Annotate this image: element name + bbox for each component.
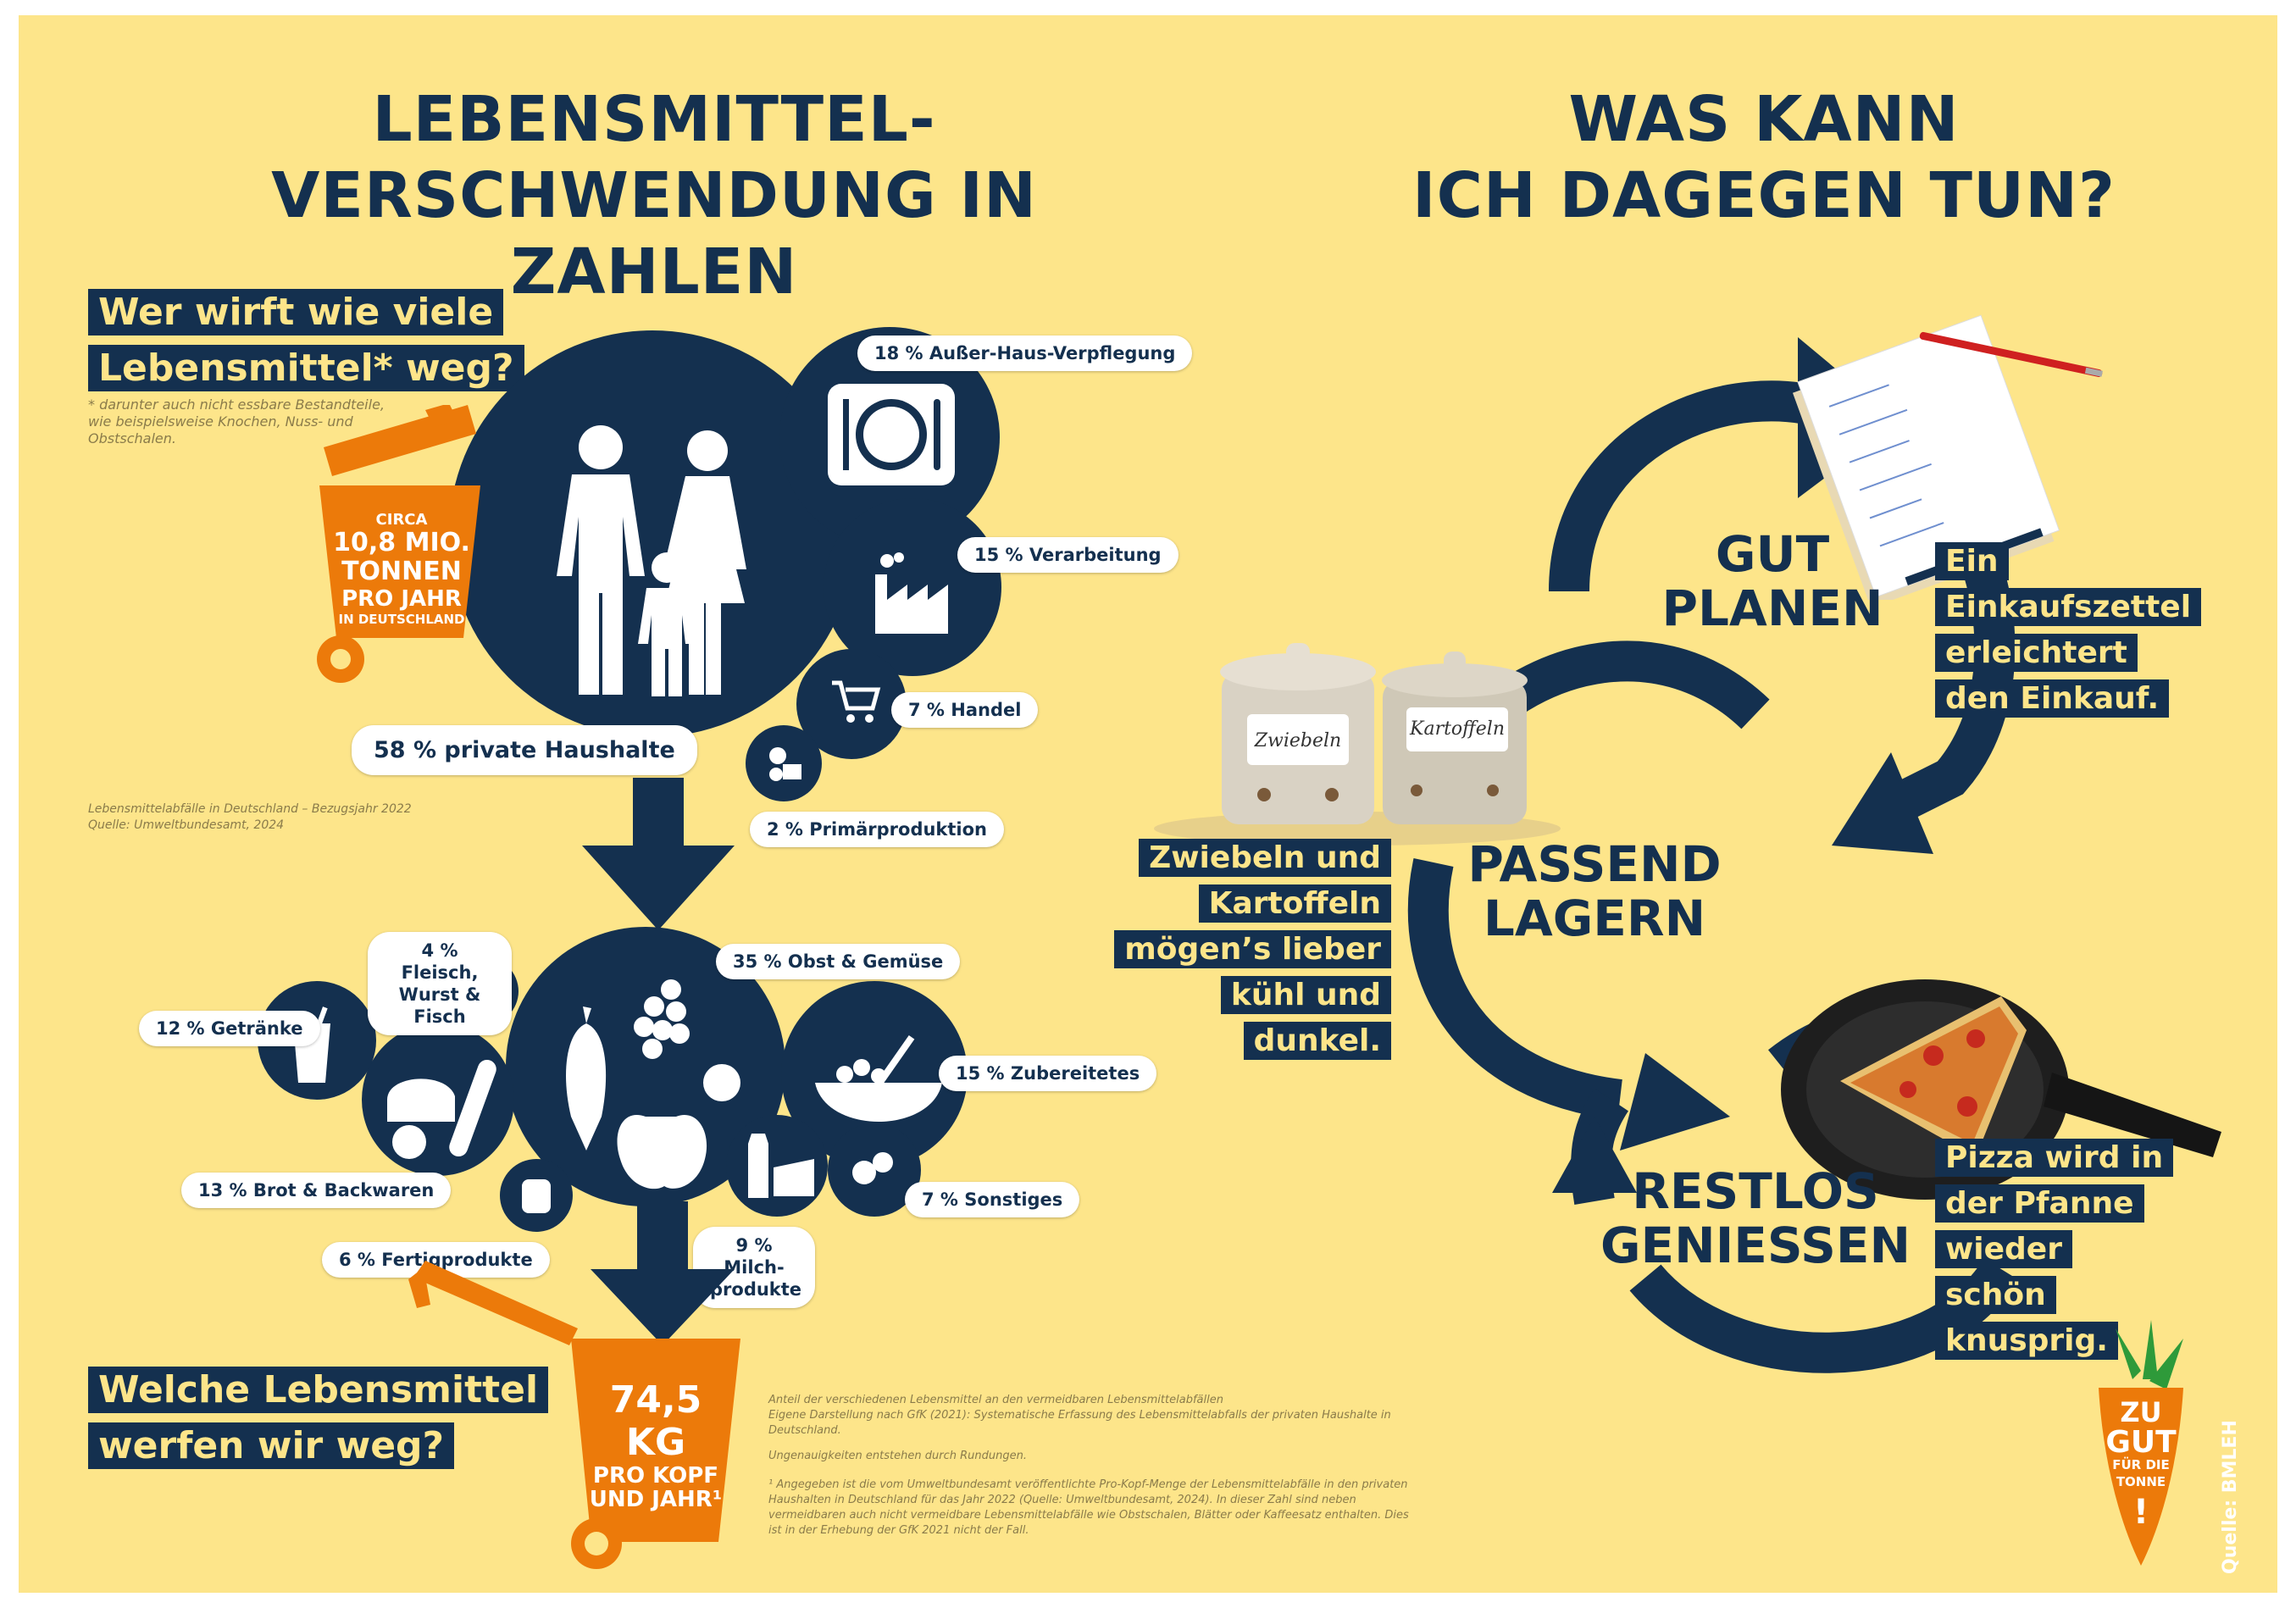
source-2-line4: ¹ Angegeben ist die vom Umweltbundesamt … <box>768 1478 1409 1537</box>
bin2-line3: UND JAHR¹ <box>589 1487 723 1512</box>
pill-fleisch: 4 % Fleisch, Wurst & Fisch <box>368 932 512 1035</box>
shopping-list-notepad-icon <box>1792 314 2103 600</box>
jar1-label: Zwiebeln <box>1254 730 1341 751</box>
misc-food-icon <box>852 1152 893 1184</box>
pill-obst-gemuese: 35 % Obst & Gemüse <box>716 944 961 979</box>
question-which-food: Welche Lebensmittel werfen wir weg? <box>88 1362 563 1474</box>
pill-getraenke: 12 % Getränke <box>139 1011 320 1046</box>
pill-ausser-haus: 18 % Außer-Haus-Verpflegung <box>857 335 1193 371</box>
arrow-down-icon <box>582 778 735 930</box>
source-2-line1: Anteil der verschiedenen Lebensmittel an… <box>768 1394 1223 1406</box>
pill-sonstiges: 7 % Sonstiges <box>905 1182 1080 1217</box>
pill-primaer: 2 % Primärproduktion <box>750 812 1005 847</box>
tip-shopping-list: Ein Einkaufszettel erleichtert den Einka… <box>1935 539 2202 722</box>
bin1-big2: TONNEN <box>341 557 462 586</box>
storage-jars-icon: Zwiebeln Kartoffeln <box>1154 643 1561 846</box>
right-title-line1: WAS KANN <box>1568 83 1960 156</box>
svg-text:ZU: ZU <box>2120 1396 2161 1428</box>
bin1-small: CIRCA <box>375 511 428 529</box>
svg-text:GUT: GUT <box>2105 1425 2177 1460</box>
salad-bowl-icon <box>815 1035 942 1122</box>
plate-cutlery-icon <box>828 384 955 485</box>
footnote-asterisk: * darunter auch nicht essbare Bestandtei… <box>88 396 385 446</box>
fruit-vegetables-icon <box>566 979 740 1189</box>
bin2-label: 74,5 KG PRO KOPF UND JAHR¹ <box>580 1378 732 1512</box>
pill-private-households: 58 % private Haushalte <box>352 725 697 775</box>
left-title-line2: VERSCHWENDUNG IN ZAHLEN <box>271 159 1037 308</box>
step-plan-line2: PLANEN <box>1661 579 1883 637</box>
infographic-poster: LEBENSMITTEL- VERSCHWENDUNG IN ZAHLEN We… <box>19 15 2277 1593</box>
bread-icon <box>387 1059 496 1159</box>
pill-milch: 9 % Milch-produkte <box>693 1227 815 1308</box>
factory-icon <box>875 552 948 634</box>
pill-zubereitetes: 15 % Zubereitetes <box>939 1056 1157 1091</box>
shopping-cart-icon <box>832 680 881 723</box>
primary-production-icon <box>769 747 801 781</box>
pill-verarbeitung: 15 % Verarbeitung <box>957 537 1179 573</box>
source-2-line2: Eigene Darstellung nach GfK (2021): Syst… <box>768 1409 1391 1437</box>
source-1-line1: Lebensmittelabfälle in Deutschland – Bez… <box>88 802 412 816</box>
step-plan-line1: GUT <box>1715 525 1830 583</box>
pill-handel: 7 % Handel <box>891 692 1039 728</box>
step-enjoy: RESTLOS GENIESSEN <box>1578 1164 1933 1273</box>
source-2: Anteil der verschiedenen Lebensmittel an… <box>768 1393 1412 1539</box>
tip-pizza: Pizza wird in der Pfanne wieder schön kn… <box>1935 1135 2174 1364</box>
source-bmleh: Quelle: BMLEH <box>2220 1420 2241 1574</box>
milk-cheese-icon <box>748 1134 814 1198</box>
bin2-big: 74,5 KG <box>609 1378 702 1464</box>
bin1-label: CIRCA 10,8 MIO. TONNEN PRO JAHR IN DEUTS… <box>330 511 473 627</box>
waste-bin-household-icon <box>317 405 480 683</box>
zu-gut-fuer-die-tonne-logo: ZU GUT FÜR DIE TONNE ! <box>2099 1320 2183 1566</box>
jar2-label: Kartoffeln <box>1409 718 1505 740</box>
question-who-throws: Wer wirft wie viele Lebensmittel* weg? <box>88 285 563 396</box>
circle-verarbeitung <box>824 498 1001 676</box>
step-store-line1: PASSEND <box>1467 835 1722 893</box>
svg-text:!: ! <box>2133 1493 2149 1532</box>
bin1-big1: 10,8 MIO. <box>333 528 470 557</box>
waste-bin-per-capita-icon <box>408 1261 740 1569</box>
step-enjoy-line1: RESTLOS <box>1632 1162 1879 1220</box>
arrow-down-2-icon <box>591 1201 735 1345</box>
bin2-line2: PRO KOPF <box>592 1463 719 1489</box>
step-enjoy-line2: GENIESSEN <box>1600 1217 1911 1274</box>
step-store: PASSEND LAGERN <box>1425 837 1764 945</box>
source-1: Lebensmittelabfälle in Deutschland – Bez… <box>88 801 478 834</box>
frying-pan-pizza-icon <box>1781 979 2221 1200</box>
source-2-line3: Ungenauigkeiten entstehen durch Rundunge… <box>768 1450 1027 1462</box>
circle-primaer <box>746 725 822 801</box>
bin1-big3: PRO JAHR <box>341 586 462 612</box>
pill-brot: 13 % Brot & Backwaren <box>181 1173 452 1208</box>
step-plan: GUT PLANEN <box>1620 527 1925 635</box>
tip-storage: Zwiebeln und Kartoffeln mögen’s lieber k… <box>1112 835 1391 1064</box>
svg-text:FÜR DIE: FÜR DIE <box>2112 1456 2169 1472</box>
left-title-line1: LEBENSMITTEL- <box>372 83 936 156</box>
source-1-line2: Quelle: Umweltbundesamt, 2024 <box>88 818 285 832</box>
right-title-line2: ICH DAGEGEN TUN? <box>1412 159 2116 232</box>
family-icon <box>557 425 746 696</box>
svg-text:TONNE: TONNE <box>2116 1474 2166 1489</box>
step-store-line2: LAGERN <box>1483 890 1706 947</box>
left-title: LEBENSMITTEL- VERSCHWENDUNG IN ZAHLEN <box>146 81 1162 310</box>
bin1-small2: IN DEUTSCHLAND <box>338 612 465 627</box>
right-title: WAS KANN ICH DAGEGEN TUN? <box>1239 81 2277 234</box>
can-icon <box>522 1179 551 1213</box>
